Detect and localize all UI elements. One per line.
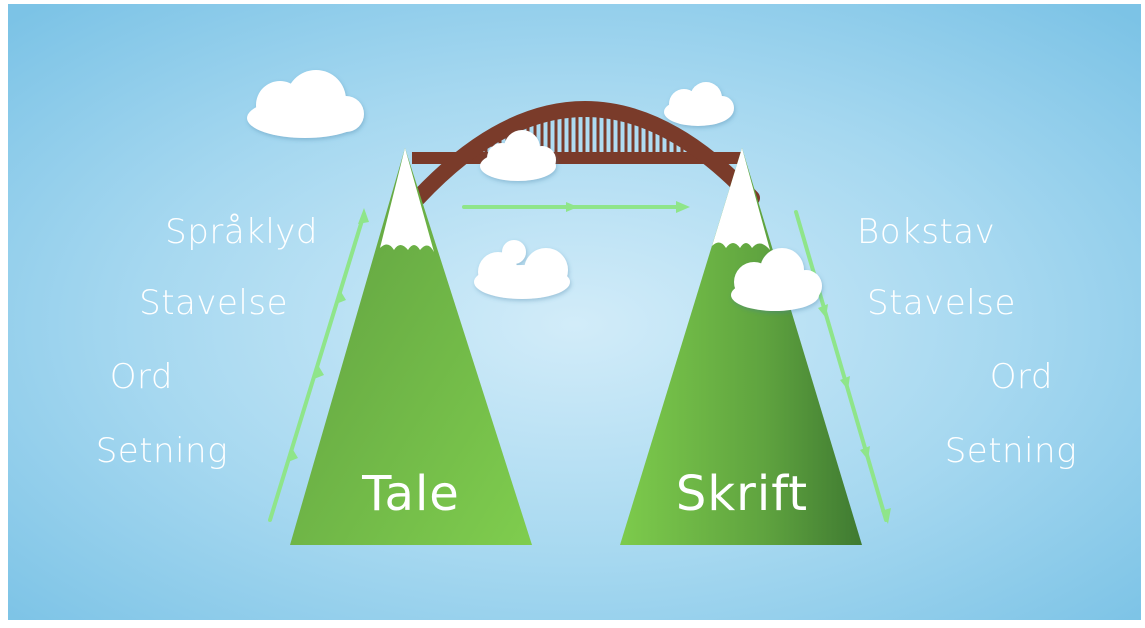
clouds xyxy=(247,70,822,311)
cloud-top-left xyxy=(247,70,364,138)
cloud-bridge xyxy=(480,130,556,181)
mountain-skrift xyxy=(620,148,862,545)
right-step-3: Ord xyxy=(990,357,1053,397)
left-step-4: Setning xyxy=(96,431,228,471)
cloud-middle xyxy=(474,240,570,299)
left-step-1: Språklyd xyxy=(165,212,318,252)
arrows xyxy=(268,201,891,524)
mountain-label-tale: Tale xyxy=(361,466,460,522)
right-step-1: Bokstav xyxy=(857,212,995,252)
right-step-4: Setning xyxy=(945,431,1077,471)
mountain-label-skrift: Skrift xyxy=(676,466,808,522)
left-step-3: Ord xyxy=(110,357,173,397)
cloud-top-right xyxy=(664,82,734,126)
mountain-tale xyxy=(290,148,532,545)
left-step-2: Stavelse xyxy=(139,283,288,323)
right-step-2: Stavelse xyxy=(867,283,1016,323)
cloud-right-mountain xyxy=(731,248,822,311)
